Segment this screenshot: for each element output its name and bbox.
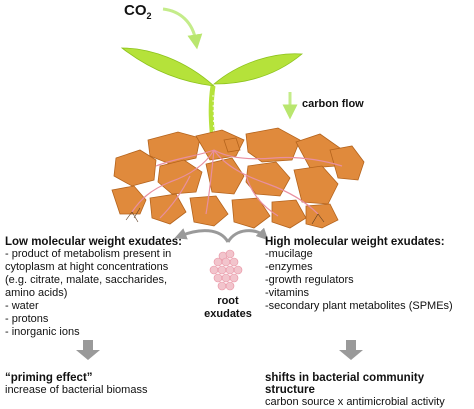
list-item: - product of metabolism present in: [5, 248, 172, 260]
co2-label: CO2: [124, 2, 152, 21]
right-leaf: [212, 53, 304, 85]
carbon-flow-label: carbon flow: [302, 98, 364, 110]
list-item: -vitamins: [265, 287, 310, 299]
high-mw-list: -mucilage -enzymes -growth regulators -v…: [265, 248, 470, 313]
list-item: -enzymes: [265, 261, 313, 273]
soil-particles: [111, 127, 365, 229]
root-system: [131, 149, 343, 219]
root-exudates-line2: exudates: [204, 308, 252, 320]
priming-subtitle: increase of bacterial biomass: [5, 384, 148, 396]
root-exudates-label: root exudates: [196, 295, 260, 321]
branch-arrow-icon: [174, 228, 230, 243]
priming-block: “priming effect” increase of bacterial b…: [5, 372, 147, 397]
down-arrow-right-icon: [339, 340, 363, 360]
down-arrow-icon: [76, 340, 100, 360]
shifts-title: shifts in bacterial community structure: [265, 372, 425, 396]
list-item: - water: [5, 300, 39, 312]
list-item: amino acids): [5, 287, 68, 299]
left-leaf: [120, 47, 216, 87]
low-mw-block: Low molecular weight exudates: - product…: [5, 236, 205, 339]
co2-arrow-icon: [162, 7, 203, 50]
co2-subscript: 2: [146, 11, 152, 21]
low-mw-title: Low molecular weight exudates:: [5, 236, 183, 248]
co2-text: CO: [124, 2, 147, 19]
list-item: - protons: [5, 313, 49, 325]
low-mw-list: - product of metabolism present in cytop…: [5, 248, 205, 339]
shifts-block: shifts in bacterial community structure …: [265, 372, 474, 409]
list-item: -secondary plant metabolites (SPMEs): [265, 300, 453, 312]
root-exudates-line1: root: [217, 295, 239, 307]
high-mw-title: High molecular weight exudates:: [265, 236, 445, 248]
list-item: -mucilage: [265, 248, 313, 260]
list-item: -growth regulators: [265, 274, 354, 286]
shifts-subtitle: carbon source x antimicrobial activity: [265, 396, 445, 408]
list-item: (e.g. citrate, malate, saccharides,: [5, 274, 168, 286]
exudate-cluster: [209, 249, 243, 291]
list-item: - inorganic ions: [5, 326, 80, 338]
branch-arrow-right-icon: [226, 227, 269, 243]
high-mw-block: High molecular weight exudates: -mucilag…: [265, 236, 470, 313]
list-item: cytoplasm at hight concentrations: [5, 261, 169, 273]
priming-title: “priming effect”: [5, 372, 93, 384]
